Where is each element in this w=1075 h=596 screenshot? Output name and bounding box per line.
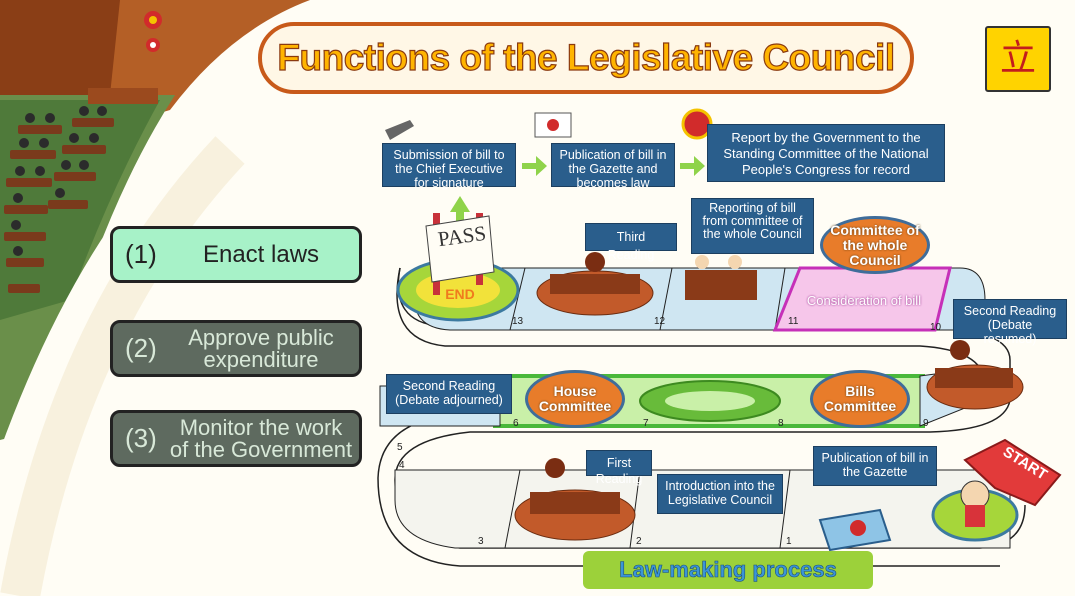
logo-glyph: 立 [999,38,1036,79]
first-reading-label: First Reading [586,450,652,486]
step-number: 8 [778,418,784,429]
step-number: 12 [654,316,666,327]
step-number: 11 [788,316,799,327]
step-number: 13 [512,316,524,327]
function-monitor-government-button[interactable]: (3) Monitor the work of the Government [110,410,362,467]
publication-gazette-label: Publication of bill in the Gazette [813,446,937,486]
function-label: Approve public expenditure [188,324,334,372]
function-number: (2) [125,333,157,363]
step-number: 2 [636,536,642,547]
step-report-npc-label: Report by the Government to the Standing… [707,124,945,182]
chamber-desks [385,108,1024,552]
step-number: 1 [786,536,792,547]
step-number: 4 [399,460,405,471]
step-number: 6 [513,418,519,429]
step-number: 7 [643,418,649,429]
second-reading-adjourned-label: Second Reading (Debate adjourned) [386,374,512,414]
step-submission-label: Submission of bill to the Chief Executiv… [382,143,516,190]
consideration-of-bill-label: Consideration of bill [806,293,922,308]
legco-logo: 立 [985,26,1051,92]
function-label: Enact laws [202,240,320,268]
function-enact-laws-button[interactable]: (1) Enact laws [110,226,362,283]
page-title: Functions of the Legislative Council [277,36,896,78]
footer-label: Law-making process [619,557,837,583]
step-number: 5 [397,442,403,453]
committee-whole-council-oval[interactable]: Committee of the whole Council [820,216,930,274]
law-making-process-button[interactable]: Law-making process [583,551,873,589]
step-number: 3 [478,536,484,547]
step-number: 10 [930,322,942,333]
second-reading-resumed-label: Second Reading (Debate resumed) [953,299,1067,346]
function-number: (1) [125,239,157,269]
title-banner: Functions of the Legislative Council [258,22,914,94]
step-publication-law-label: Publication of bill in the Gazette and b… [551,143,675,190]
house-committee-oval[interactable]: House Committee [525,370,625,428]
reporting-of-bill-label: Reporting of bill from committee of the … [691,198,814,254]
step-number: 9 [923,418,929,429]
introduction-label: Introduction into the Legislative Counci… [657,474,783,514]
function-approve-expenditure-button[interactable]: (2) Approve public expenditure [110,320,362,377]
bills-committee-oval[interactable]: Bills Committee [810,370,910,428]
third-reading-label: Third Reading [585,223,677,262]
function-number: (3) [125,423,157,453]
end-label: END [445,286,475,302]
function-label: Monitor the work of the Government [169,414,353,462]
